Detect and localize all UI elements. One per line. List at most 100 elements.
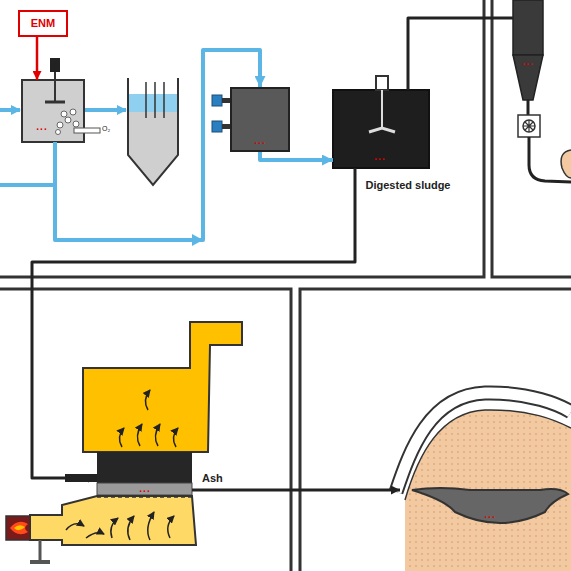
pipe-connector — [408, 18, 513, 90]
storage-silo-drawing — [523, 120, 535, 132]
node-text: ... — [254, 136, 265, 146]
node-text: ... — [484, 510, 495, 520]
storage-silo: ... — [513, 0, 543, 100]
filter-port — [212, 95, 222, 106]
digester-drawing — [333, 76, 429, 168]
incinerator-drawing — [39, 540, 42, 561]
clarifier — [128, 78, 178, 185]
incinerator-drawing — [97, 452, 192, 483]
landfill-drawing — [412, 488, 568, 523]
storage-silo-drawing — [513, 0, 543, 55]
incinerator-drawing — [173, 428, 178, 447]
digester-drawing — [333, 90, 429, 168]
digester-drawing — [376, 76, 388, 90]
incinerator-drawing — [97, 496, 192, 498]
panel-border — [0, 289, 291, 571]
incinerator-drawing — [10, 522, 28, 535]
filter-unit: ... — [230, 87, 290, 152]
node-text: ... — [36, 122, 47, 132]
clarifier — [154, 82, 156, 118]
storage-silo-drawing — [523, 120, 535, 132]
storage-silo-drawing — [529, 137, 571, 182]
aeration-tank-drawing — [70, 109, 76, 115]
clarifier — [129, 78, 177, 94]
incinerator-drawing — [30, 496, 196, 545]
incinerator-drawing — [66, 524, 84, 530]
water-pipe — [0, 108, 20, 112]
pipe-connector — [260, 152, 333, 160]
incinerator-drawing — [14, 525, 25, 530]
panel-border — [492, 0, 571, 277]
filter-port — [212, 95, 230, 132]
incinerator-drawing — [128, 516, 134, 540]
node-text: ... — [139, 484, 150, 494]
pipe-connector — [36, 37, 39, 80]
aeration-tank: ... — [22, 80, 84, 142]
storage-silo-drawing — [513, 55, 543, 100]
incinerator-drawing — [66, 512, 174, 540]
incinerator-drawing — [145, 390, 150, 410]
incinerator-drawing — [168, 516, 174, 538]
pipe-connector — [32, 168, 355, 478]
panel-border — [300, 289, 571, 571]
filter-port — [222, 124, 230, 129]
incinerator-drawing — [86, 533, 104, 538]
clarifier — [146, 82, 164, 118]
digester-drawing — [369, 128, 395, 132]
node-text: Digested sludge — [366, 180, 451, 191]
aeration-tank-drawing — [57, 122, 63, 128]
incinerator-drawing — [6, 516, 30, 540]
aeration-tank-drawing — [61, 111, 67, 117]
clarifier — [129, 94, 177, 112]
landfill-drawing — [405, 410, 571, 571]
incinerator-drawing — [111, 518, 118, 538]
clarifier — [163, 82, 165, 118]
clarifier — [145, 82, 147, 118]
incinerator-drawing — [6, 322, 242, 564]
clarifier — [128, 78, 178, 185]
filter-port — [212, 121, 222, 132]
aeration-tank-drawing — [74, 128, 100, 133]
storage-silo-drawing — [513, 0, 571, 182]
pipe-connector — [192, 489, 400, 492]
water-pipe — [84, 108, 126, 112]
gas-label: O₂ — [102, 125, 110, 132]
incinerator-grate: ... — [97, 452, 192, 495]
filter-port — [222, 98, 230, 103]
panel-border — [0, 0, 484, 277]
aeration-tank-drawing — [45, 101, 65, 104]
aeration-tank-drawing — [50, 58, 60, 72]
aeration-tank-drawing — [54, 72, 56, 102]
storage-silo-drawing — [561, 150, 571, 178]
incinerator-drawing — [83, 322, 242, 452]
incinerator-drawing — [148, 512, 154, 540]
incinerator-drawing — [97, 483, 192, 495]
node-text: ... — [374, 152, 385, 162]
aeration-tank-drawing — [22, 58, 100, 142]
storage-silo-drawing — [527, 100, 530, 115]
aeration-tank-drawing — [65, 117, 71, 123]
enm-input-box: ENM — [18, 10, 68, 37]
node-text: ... — [522, 57, 533, 67]
edge-label: Ash — [200, 473, 225, 484]
incinerator-drawing — [119, 428, 124, 447]
incinerator-drawing — [137, 424, 142, 446]
landfill-drawing — [396, 393, 571, 571]
storage-silo-drawing — [518, 115, 540, 137]
landfill-drawing — [405, 410, 571, 500]
incinerator-drawing — [155, 424, 160, 446]
water-pipe — [0, 183, 55, 187]
node-text: ENM — [31, 18, 55, 29]
aeration-tank-drawing — [56, 130, 61, 135]
sludge-digester: ...Digested sludge — [333, 90, 429, 168]
aeration-tank-drawing — [73, 121, 79, 127]
digester-drawing — [381, 90, 383, 129]
landfill: ... — [400, 470, 571, 540]
clarifier — [128, 78, 178, 185]
incinerator-drawing — [119, 390, 178, 447]
incinerator-drawing — [30, 560, 50, 564]
